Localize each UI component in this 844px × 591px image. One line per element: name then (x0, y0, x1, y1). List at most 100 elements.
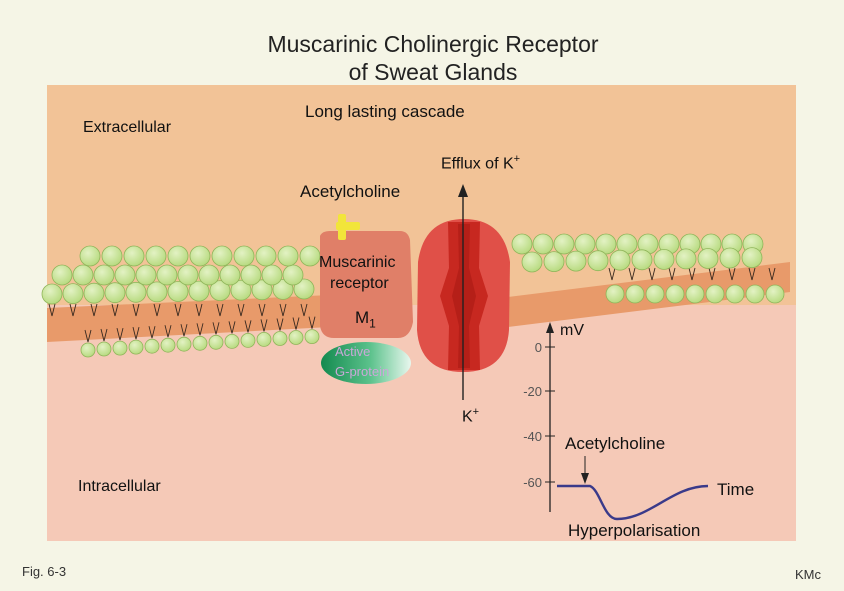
lipid-head (282, 264, 304, 286)
lipid-tail (84, 329, 92, 343)
lipid-tail (48, 303, 56, 317)
lipid-head (240, 264, 262, 286)
lipid-tail (132, 326, 140, 340)
efflux-superscript: + (513, 153, 521, 165)
lipid-tail (195, 303, 203, 317)
lipid-head (135, 264, 157, 286)
lipid-head (553, 233, 575, 255)
g-protein-label-line-1: Active (335, 344, 371, 359)
lipid-head (609, 249, 631, 271)
lipid-head (605, 284, 625, 304)
lipid-head (745, 284, 765, 304)
tick-label-minus-40: -40 (523, 429, 542, 444)
extracellular-label: Extracellular (83, 119, 172, 136)
graph-acetylcholine-label: Acetylcholine (565, 434, 666, 453)
lipid-tail (608, 267, 616, 281)
lipid-tail (174, 303, 182, 317)
lipid-tail (153, 303, 161, 317)
lipid-head (725, 284, 745, 304)
lipid-head (146, 281, 168, 303)
lipid-head (625, 284, 645, 304)
lipid-head (631, 249, 653, 271)
membrane-core-right (500, 262, 790, 328)
lipid-tail (116, 327, 124, 341)
lipid-tail (628, 267, 636, 281)
lipid-tail (292, 317, 300, 330)
lipid-head (167, 245, 189, 267)
lipid-head (160, 337, 176, 353)
lipid-tail (260, 319, 268, 332)
cascade-label: Long lasting cascade (305, 102, 465, 121)
mv-unit-label: mV (560, 322, 584, 339)
membrane-potential-axis (545, 322, 555, 512)
lipid-head (177, 264, 199, 286)
lipid-tail (668, 267, 676, 281)
lipid-head (112, 340, 128, 356)
lipid-head (587, 250, 609, 272)
lipid-head (83, 282, 105, 304)
receptor-label-line-2: receptor (330, 275, 389, 292)
lipid-head (697, 248, 719, 269)
lipid-tail (708, 267, 716, 281)
lipid-head (719, 247, 741, 269)
lipid-head (188, 280, 210, 302)
lipid-tail (748, 267, 756, 281)
lipid-tail (244, 320, 252, 333)
hyperpolarisation-label: Hyperpolarisation (568, 521, 701, 540)
lipid-tails (48, 267, 776, 343)
lipid-head (156, 264, 178, 286)
lipid-head (211, 245, 233, 267)
lipid-tail (111, 303, 119, 317)
title-line-1: Muscarinic Cholinergic Receptor (267, 31, 599, 57)
lipid-head (80, 342, 96, 358)
lipid-head (765, 284, 785, 304)
lipid-head (209, 280, 231, 302)
lipid-head (574, 233, 596, 255)
lipid-head (255, 245, 277, 267)
m1-label: M1 (355, 308, 376, 331)
lipid-head (230, 279, 252, 301)
lipid-head (272, 331, 288, 346)
k-ion-superscript: + (472, 406, 480, 418)
lipid-head (741, 247, 763, 269)
intracellular-label: Intracellular (78, 478, 161, 495)
lipid-head (144, 338, 160, 354)
lipid-tail (728, 267, 736, 281)
lipid-head (189, 245, 211, 267)
lipid-tail (212, 322, 220, 335)
lipid-head (208, 334, 224, 350)
lipid-head (653, 248, 675, 270)
lipid-head (114, 264, 136, 286)
lipid-head (645, 284, 665, 304)
lipid-head (511, 233, 533, 255)
lipid-tail (216, 303, 224, 317)
lipid-tail (279, 303, 287, 317)
lipid-head (224, 333, 240, 349)
lipid-head (240, 332, 256, 348)
lipid-head (532, 233, 554, 255)
acetylcholine-top-label: Acetylcholine (300, 182, 401, 201)
lipid-head (192, 335, 208, 351)
time-label: Time (717, 480, 755, 499)
lipid-tail (648, 267, 656, 281)
lipid-head (167, 281, 189, 302)
channel-pore-inner (452, 224, 476, 368)
lipid-tail (228, 321, 236, 334)
lipid-head (299, 245, 321, 267)
lipid-tail (69, 303, 77, 317)
lipid-tail (164, 325, 172, 338)
lipid-tail (688, 267, 696, 281)
author-initials: KMc (795, 567, 821, 582)
lipid-tail (300, 303, 308, 317)
lipid-head (565, 250, 587, 272)
lipid-tail (237, 303, 245, 317)
lipid-head (79, 245, 101, 267)
lipid-head (595, 233, 617, 255)
acetylcholine-marker-arrow (581, 456, 589, 484)
lipid-head (104, 282, 126, 304)
lipid-head (176, 336, 192, 352)
lipid-head (665, 284, 685, 304)
lipid-tail (196, 323, 204, 336)
lipid-head (543, 251, 565, 273)
